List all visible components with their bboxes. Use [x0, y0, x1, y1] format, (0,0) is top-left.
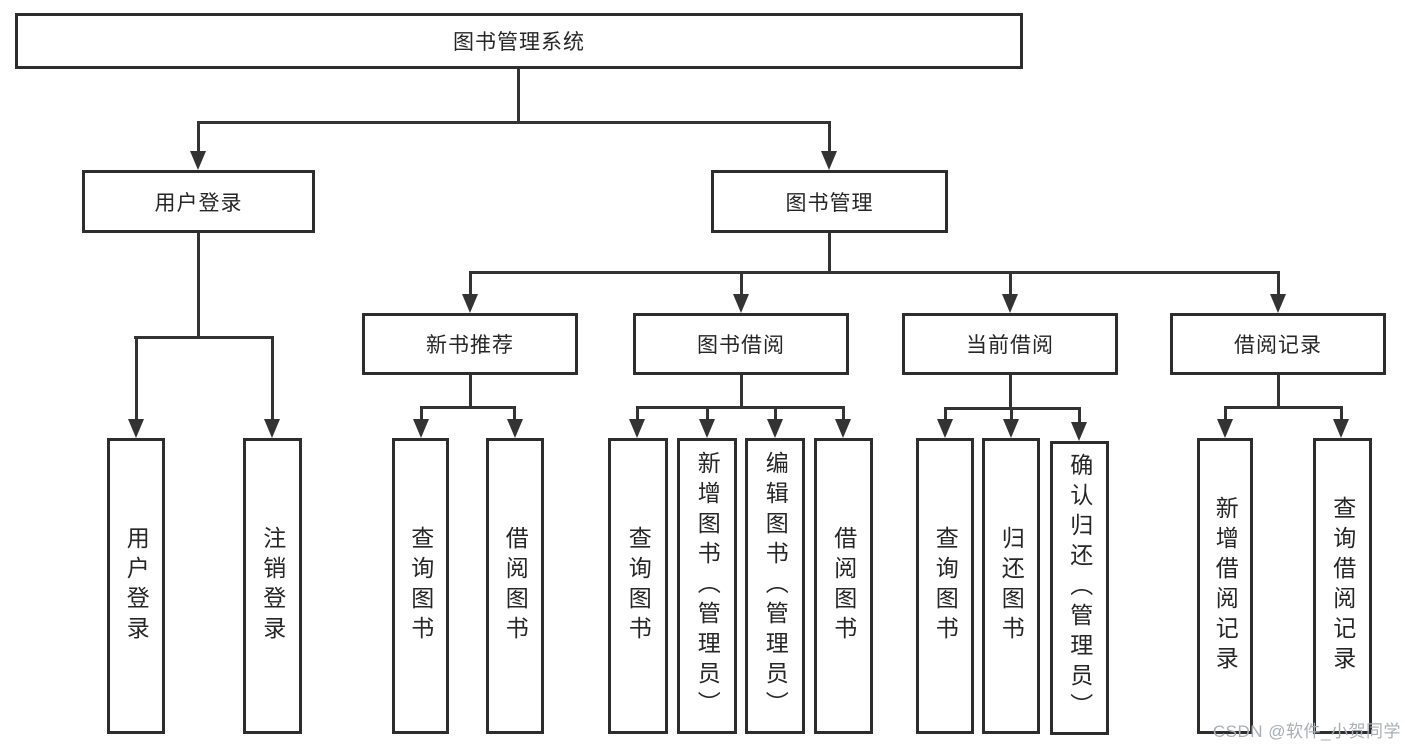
node-new-book-rec: 新书推荐	[362, 313, 578, 375]
arrow-down-icon	[835, 419, 851, 438]
leaf-borrow-add-books-admin-label: 新增图书（管理员）	[694, 451, 721, 721]
node-root: 图书管理系统	[15, 13, 1023, 69]
leaf-current-return-books: 归还图书	[982, 438, 1040, 734]
leaf-record-query-record: 查询借阅记录	[1313, 438, 1372, 734]
leaf-user-login: 用户登录	[107, 438, 165, 734]
node-borrow-record-label: 借阅记录	[1234, 334, 1322, 357]
connector-login-stem	[197, 233, 200, 336]
arrow-down-icon	[462, 294, 478, 313]
arrow-down-icon	[767, 419, 783, 438]
arrow-down-icon	[821, 151, 837, 170]
node-book-mgmt-label: 图书管理	[785, 191, 874, 215]
connector-borrow-leaf4-shaft	[842, 406, 845, 422]
node-root-label: 图书管理系统	[453, 31, 585, 54]
leaf-borrow-borrow-books-label: 借阅图书	[830, 526, 857, 646]
node-user-login-label: 用户登录	[154, 191, 243, 215]
arrow-down-icon	[733, 294, 749, 313]
connector-mgmt-record-shaft	[1277, 271, 1280, 296]
connector-root-mgmt-shaft	[828, 121, 831, 153]
arrow-down-icon	[507, 419, 523, 438]
connector-root-rail	[197, 121, 831, 124]
connector-current-leaf3-shaft	[1078, 407, 1081, 424]
leaf-record-query-record-label: 查询借阅记录	[1329, 496, 1356, 676]
connector-rec-leaf2-shaft	[513, 406, 516, 422]
connector-record-leaf2-shaft	[1340, 406, 1343, 422]
leaf-current-query-books: 查询图书	[916, 438, 974, 734]
arrow-down-icon	[190, 151, 206, 170]
node-book-borrow: 图书借阅	[633, 313, 849, 375]
leaf-logout-label: 注销登录	[259, 526, 286, 646]
leaf-record-add-record: 新增借阅记录	[1197, 438, 1253, 734]
connector-borrow-leaf2-shaft	[706, 406, 709, 422]
leaf-borrow-edit-books-admin-label: 编辑图书（管理员）	[762, 451, 789, 721]
connector-mgmt-rail	[469, 271, 1280, 274]
connector-login-rail	[134, 336, 273, 339]
connector-login-leaf2-shaft	[271, 336, 274, 422]
leaf-borrow-edit-books-admin: 编辑图书（管理员）	[745, 438, 805, 734]
leaf-user-login-label: 用户登录	[123, 526, 150, 646]
leaf-current-confirm-return-admin: 确认归还（管理员）	[1050, 441, 1109, 735]
csdn-watermark: CSDN @软件_小贺同学	[1212, 722, 1401, 741]
connector-login-leaf1-shaft	[135, 336, 138, 422]
arrow-down-icon	[937, 419, 953, 438]
connector-current-leaf1-shaft	[944, 407, 947, 422]
connector-mgmt-current-shaft	[1009, 271, 1012, 296]
arrow-down-icon	[1003, 419, 1019, 438]
connector-mgmt-borrow-shaft	[740, 271, 743, 296]
connector-root-stem	[517, 69, 520, 121]
arrow-down-icon	[413, 419, 429, 438]
leaf-current-confirm-return-admin-label: 确认归还（管理员）	[1066, 453, 1093, 723]
connector-mgmt-stem	[828, 233, 831, 271]
arrow-down-icon	[1333, 419, 1349, 438]
node-user-login: 用户登录	[82, 170, 315, 233]
node-book-mgmt: 图书管理	[711, 170, 948, 233]
connector-rec-leaf1-shaft	[420, 406, 423, 422]
connector-current-leaf2-shaft	[1010, 407, 1013, 422]
arrow-down-icon	[1217, 419, 1233, 438]
node-new-book-rec-label: 新书推荐	[426, 334, 514, 357]
leaf-logout: 注销登录	[243, 438, 302, 734]
arrow-down-icon	[264, 419, 280, 438]
leaf-borrow-query-books: 查询图书	[608, 438, 668, 734]
connector-borrow-stem	[740, 375, 743, 406]
connector-record-stem	[1277, 375, 1280, 406]
connector-current-stem	[1009, 375, 1012, 407]
arrow-down-icon	[1071, 422, 1087, 441]
node-current-borrow: 当前借阅	[902, 313, 1118, 375]
connector-rec-rail	[420, 406, 516, 409]
connector-mgmt-rec-shaft	[469, 271, 472, 296]
leaf-rec-borrow-books-label: 借阅图书	[502, 526, 529, 646]
leaf-current-query-books-label: 查询图书	[932, 526, 959, 646]
leaf-record-add-record-label: 新增借阅记录	[1212, 496, 1239, 676]
connector-root-login-shaft	[197, 121, 200, 153]
arrow-down-icon	[128, 419, 144, 438]
leaf-borrow-add-books-admin: 新增图书（管理员）	[677, 438, 737, 734]
arrow-down-icon	[1002, 294, 1018, 313]
leaf-rec-query-books: 查询图书	[392, 438, 449, 734]
connector-record-leaf1-shaft	[1224, 406, 1227, 422]
arrow-down-icon	[699, 419, 715, 438]
arrow-down-icon	[1270, 294, 1286, 313]
leaf-rec-query-books-label: 查询图书	[407, 526, 434, 646]
leaf-borrow-borrow-books: 借阅图书	[814, 438, 873, 734]
node-book-borrow-label: 图书借阅	[697, 334, 785, 357]
connector-record-rail	[1224, 406, 1342, 409]
node-current-borrow-label: 当前借阅	[966, 334, 1054, 357]
connector-rec-stem	[469, 375, 472, 406]
leaf-current-return-books-label: 归还图书	[998, 526, 1025, 646]
node-borrow-record: 借阅记录	[1170, 313, 1386, 375]
leaf-borrow-query-books-label: 查询图书	[625, 526, 652, 646]
connector-borrow-leaf1-shaft	[636, 406, 639, 422]
connector-borrow-rail	[636, 406, 844, 409]
leaf-rec-borrow-books: 借阅图书	[486, 438, 544, 734]
connector-borrow-leaf3-shaft	[774, 406, 777, 422]
arrow-down-icon	[629, 419, 645, 438]
